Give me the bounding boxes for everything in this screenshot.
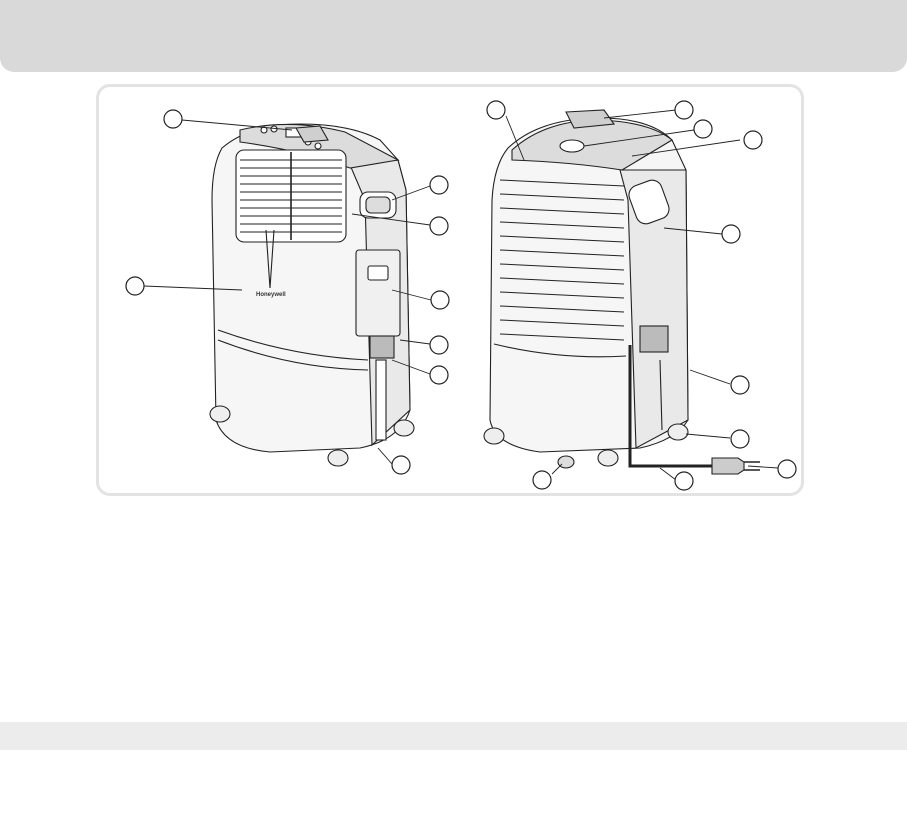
callout-marker <box>126 277 144 295</box>
water-tank-handle <box>368 266 388 280</box>
control-button <box>315 143 321 149</box>
callout-marker <box>430 366 448 384</box>
callout-marker <box>675 472 693 490</box>
callout-marker <box>430 176 448 194</box>
callout-marker <box>392 456 410 474</box>
callout-marker <box>430 336 448 354</box>
front-view: Honeywell <box>210 124 414 466</box>
water-tank-door <box>356 250 400 336</box>
callout-marker <box>694 120 712 138</box>
rear-socket-panel <box>640 326 668 352</box>
callout-marker <box>675 101 693 119</box>
callout-marker <box>731 430 749 448</box>
callout-marker <box>731 376 749 394</box>
rear-fill-cap <box>560 140 584 152</box>
brand-label: Honeywell <box>256 292 286 298</box>
callout-marker <box>487 101 505 119</box>
water-level-gauge <box>376 360 386 440</box>
water-level-window <box>370 336 394 358</box>
callout-marker <box>164 110 182 128</box>
callout-marker <box>744 131 762 149</box>
callout-marker <box>722 225 740 243</box>
rear-view <box>484 110 760 474</box>
callout-marker <box>778 460 796 478</box>
callout-marker <box>431 291 449 309</box>
front-side-handle-grip <box>366 197 390 213</box>
footer-band <box>0 722 907 750</box>
callout-marker <box>533 471 551 489</box>
callout-marker <box>430 217 448 235</box>
